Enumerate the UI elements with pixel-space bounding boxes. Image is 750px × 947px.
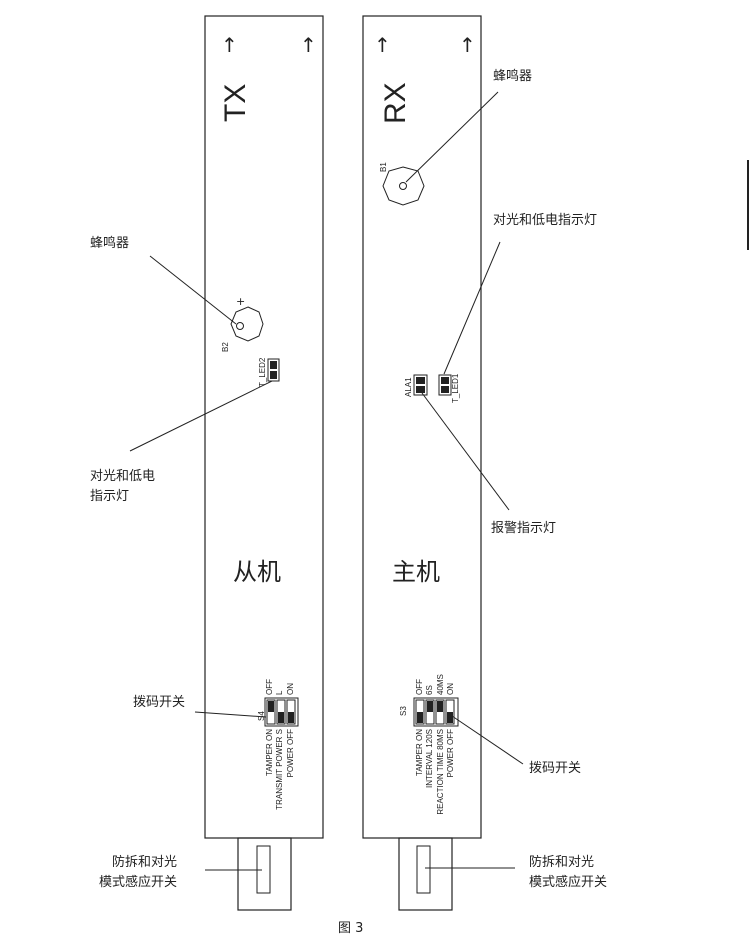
- tx-callout-tamper-line1: 防拆和对光: [112, 854, 177, 870]
- rx-title: RX: [379, 82, 412, 124]
- tx-switch-top-2: L: [275, 690, 284, 695]
- tx-buzzer-hole: [236, 322, 244, 330]
- tx-callout-tamper-line2: 模式感应开关: [99, 874, 177, 890]
- rx-switch-top-4: ON: [446, 683, 455, 695]
- tx-switch-ref: S4: [257, 711, 266, 721]
- rx-switch-top-3: 40MS: [436, 674, 445, 695]
- tx-led-ref: T_LED2: [258, 357, 267, 387]
- tx-led-leader: [129, 380, 273, 452]
- rx-switch-leader: [451, 715, 524, 765]
- rx-callout-buzzer: 蜂鸣器: [493, 68, 532, 84]
- tx-buzzer-leader: [149, 255, 237, 325]
- tx-switch-leader: [194, 711, 267, 718]
- tx-switch-top-1: OFF: [265, 679, 274, 695]
- rx-switch-bottom-3: REACTION TIME 80MS: [436, 729, 445, 815]
- tx-dip-knob-3: [288, 712, 294, 723]
- rx-alarm-led-ref: ALA1: [404, 377, 413, 397]
- tx-led-cell-2: [270, 371, 277, 379]
- rx-alarm-leader: [421, 392, 510, 511]
- rx-switch-bottom-1: TAMPER ON: [415, 729, 424, 776]
- tx-callout-buzzer: 蜂鸣器: [90, 235, 129, 251]
- rx-alarm-led-cell-1: [416, 377, 425, 384]
- rx-buzzer-hole: [399, 182, 407, 190]
- rx-dip-switch: [413, 697, 459, 727]
- rx-tamper-housing: [398, 837, 453, 911]
- rx-callout-tamper-line2: 模式感应开关: [529, 874, 607, 890]
- rx-dip-knob-3: [437, 701, 443, 712]
- rx-led-leader: [443, 241, 501, 375]
- rx-alarm-led-cell-2: [416, 386, 425, 393]
- tx-body-label: 从机: [233, 558, 281, 586]
- tx-buzzer-plus: +: [236, 295, 245, 308]
- rx-arrow-right: ↑: [459, 33, 476, 57]
- rx-switch-top-1: OFF: [415, 679, 424, 695]
- figure-caption: 图 3: [338, 921, 363, 936]
- tx-switch-bottom-3: POWER OFF: [286, 729, 295, 778]
- tx-arrow-left: ↑: [221, 33, 238, 57]
- rx-callout-switch: 拨码开关: [529, 761, 581, 776]
- rx-arrow-left: ↑: [374, 33, 391, 57]
- tx-buzzer-ref: B2: [221, 342, 230, 352]
- tx-arrow-right: ↑: [300, 33, 317, 57]
- rx-buzzer-ref: B1: [379, 162, 388, 172]
- rx-dip-knob-1: [417, 712, 423, 723]
- rx-buzzer-leader: [405, 91, 499, 183]
- rx-body-label: 主机: [392, 558, 440, 586]
- tx-dip-knob-2: [278, 712, 284, 723]
- tx-title: TX: [219, 84, 252, 122]
- rx-led-icon: [438, 374, 452, 396]
- rx-led-ref: T_LED1: [451, 373, 460, 403]
- rx-tamper-switch-icon: [416, 845, 431, 894]
- tx-switch-top-3: ON: [286, 683, 295, 695]
- rx-switch-bottom-2: INTERVAL 120S: [425, 729, 434, 788]
- rx-switch-top-2: 6S: [425, 685, 434, 695]
- tx-switch-bottom-1: TAMPER ON: [265, 729, 274, 776]
- rx-switch-ref: S3: [399, 706, 408, 716]
- tx-dip-knob-1: [268, 701, 274, 712]
- rx-callout-led: 对光和低电指示灯: [493, 213, 597, 228]
- rx-dip-knob-2: [427, 701, 433, 712]
- tx-led-cell-1: [270, 361, 277, 369]
- tx-dip-switch: [264, 697, 299, 727]
- rx-buzzer-icon: [382, 166, 425, 206]
- tx-tamper-housing: [237, 837, 292, 911]
- callouts: [129, 91, 524, 871]
- rx-alarm-led-icon: [413, 374, 428, 396]
- rx-led-cell-1: [441, 377, 449, 384]
- rx-panel: ↑ ↑ RX B1 ALA1 T_LED1 主机 S3 OFF 6S 40MS …: [362, 15, 482, 911]
- rx-dip-knob-4: [447, 712, 453, 723]
- tx-led-icon: [267, 358, 280, 382]
- tx-callout-switch: 拨码开关: [133, 695, 185, 710]
- rx-led-cell-2: [441, 386, 449, 393]
- tx-switch-bottom-2: TRANSMIT POWER S: [275, 729, 284, 810]
- rx-callout-tamper-line1: 防拆和对光: [529, 854, 594, 870]
- tx-callout-led-line2: 指示灯: [90, 489, 129, 504]
- rx-callout-alarm: 报警指示灯: [491, 520, 556, 536]
- tx-panel: ↑ ↑ TX + B2 T_LED2 从机 S4 OFF L ON TAMPER…: [204, 15, 324, 911]
- tx-callout-led-line1: 对光和低电: [90, 469, 155, 484]
- rx-switch-bottom-4: POWER OFF: [446, 729, 455, 778]
- tx-buzzer-icon: [230, 306, 264, 342]
- callout-labels: 蜂鸣器 对光和低电 指示灯 拨码开关 防拆和对光 模式感应开关 蜂鸣器 对光和低…: [90, 68, 607, 890]
